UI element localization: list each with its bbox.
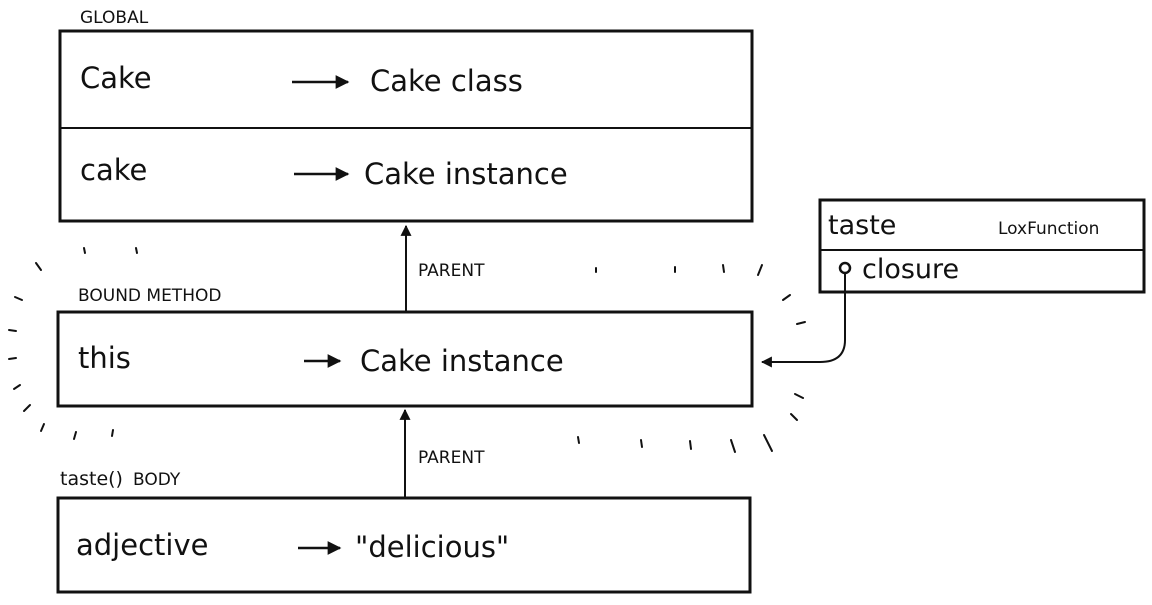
function-closure-field: closure	[862, 254, 959, 285]
emphasis-rays	[8, 247, 806, 453]
global-label: GLOBAL	[80, 8, 149, 28]
global-var-value: Cake class	[370, 64, 523, 98]
global-var-value-2: Cake instance	[364, 157, 568, 191]
parent-label-2: PARENT	[418, 448, 485, 468]
function-type: LoxFunction	[998, 219, 1099, 239]
global-var-name: Cake	[80, 61, 152, 95]
taste-body-var-name: adjective	[76, 528, 208, 562]
closure-arrow	[760, 272, 846, 368]
function-name: taste	[828, 210, 896, 241]
bound-method-label: BOUND METHOD	[78, 286, 221, 306]
lox-function-box	[818, 198, 1146, 294]
closure-pointer-dot	[838, 261, 852, 275]
taste-body-environment-box	[56, 496, 752, 594]
taste-body-label-name: taste()	[60, 468, 123, 490]
bound-var-name: this	[78, 341, 131, 375]
taste-body-label-body: BODY	[133, 470, 181, 490]
global-var-name-2: cake	[80, 153, 147, 187]
parent-label-1: PARENT	[418, 261, 485, 281]
global-environment-box	[58, 29, 754, 223]
bound-method-environment-box	[56, 310, 754, 408]
bound-var-value: Cake instance	[360, 344, 564, 378]
taste-body-var-value: "delicious"	[355, 530, 509, 564]
